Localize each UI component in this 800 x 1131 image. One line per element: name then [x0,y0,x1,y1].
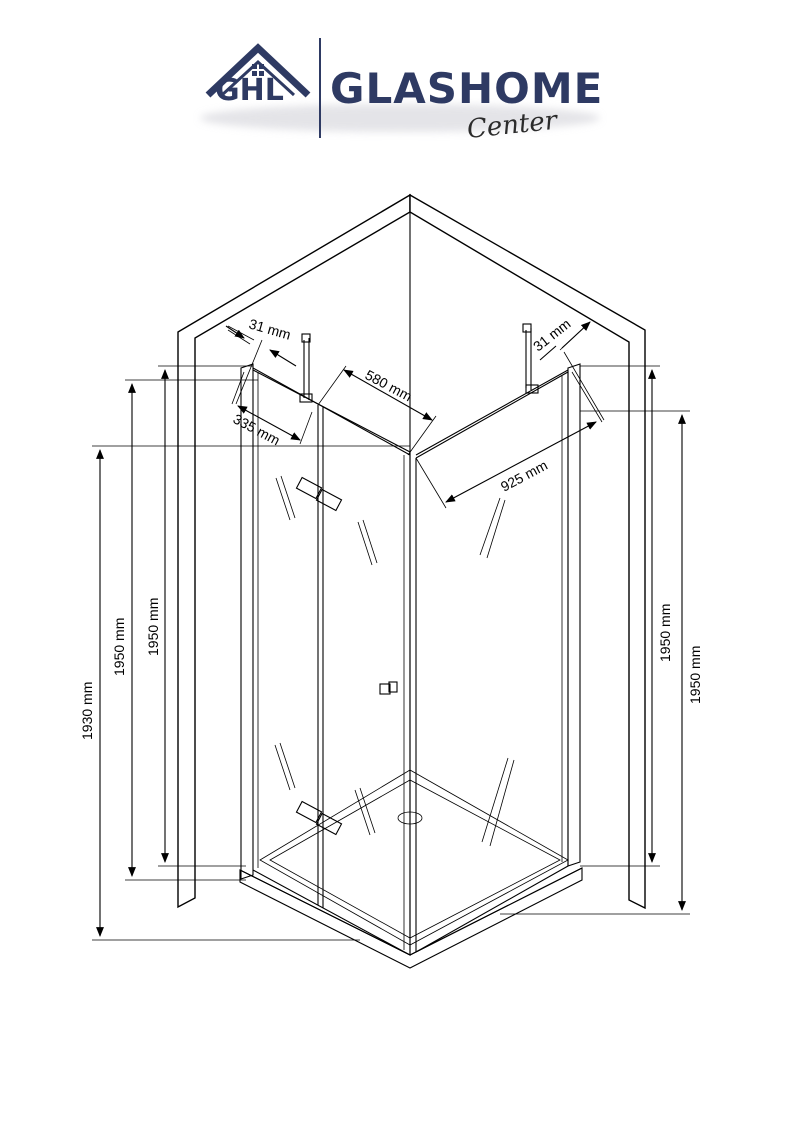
label-right-height-inner: 1950 mm [657,604,673,662]
hinge-bottom [295,800,343,836]
house-roof-icon: GHL [205,43,311,108]
shower-tray [239,769,583,969]
label-left-height-outer: 1950 mm [111,618,127,676]
label-total-height: 1930 mm [79,682,95,740]
door-handle-knob [379,681,398,695]
stabilizer-right [522,323,539,394]
glass-reflections [274,475,515,847]
label-left-height-inner: 1950 mm [145,598,161,656]
label-profile-left: 31 mm [247,316,293,343]
hinge-top [295,476,343,512]
glass-panels [240,323,581,956]
label-profile-right: 31 mm [530,315,574,354]
label-right-height-outer: 1950 mm [687,646,703,704]
corner-walls [177,193,646,910]
logo: GHL GLASHOME Center [200,38,603,145]
dimension-lines [92,321,690,941]
logo-monogram: GHL [215,73,284,108]
label-side-panel-width: 925 mm [498,457,550,495]
dimension-labels: 31 mm 31 mm 580 mm 335 mm 925 mm 1930 mm… [79,315,703,740]
brand-name: GLASHOME [330,64,603,113]
stabilizer-left [299,333,313,403]
